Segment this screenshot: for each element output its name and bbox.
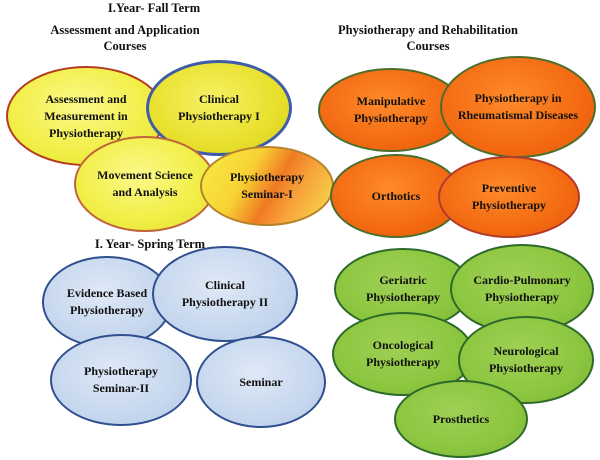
fall-term-title: I.Year- Fall Term: [107, 1, 201, 15]
course-physiotherapy-seminar-1: Physiotherapy Seminar-I: [200, 146, 334, 226]
course-physiotherapy-seminar-2: Physiotherapy Seminar-II: [50, 334, 192, 426]
course-evidence-based: Evidence Based Physiotherapy: [42, 256, 172, 348]
course-seminar: Seminar: [196, 336, 326, 428]
spring-term-title: I. Year- Spring Term: [94, 237, 206, 251]
rehab-heading: Physiotherapy and Rehabilitation Courses: [338, 23, 518, 53]
course-clinical-physiotherapy-2: Clinical Physiotherapy II: [152, 246, 298, 342]
assessment-heading: Assessment and Application Courses: [50, 23, 200, 53]
course-prosthetics: Prosthetics: [394, 380, 528, 458]
course-preventive-physiotherapy: Preventive Physiotherapy: [438, 156, 580, 238]
course-movement-science: Movement Science and Analysis: [74, 136, 216, 232]
course-manipulative-physiotherapy: Manipulative Physiotherapy: [318, 68, 464, 152]
course-rheumatismal-diseases: Physiotherapy in Rheumatismal Diseases: [440, 56, 596, 158]
